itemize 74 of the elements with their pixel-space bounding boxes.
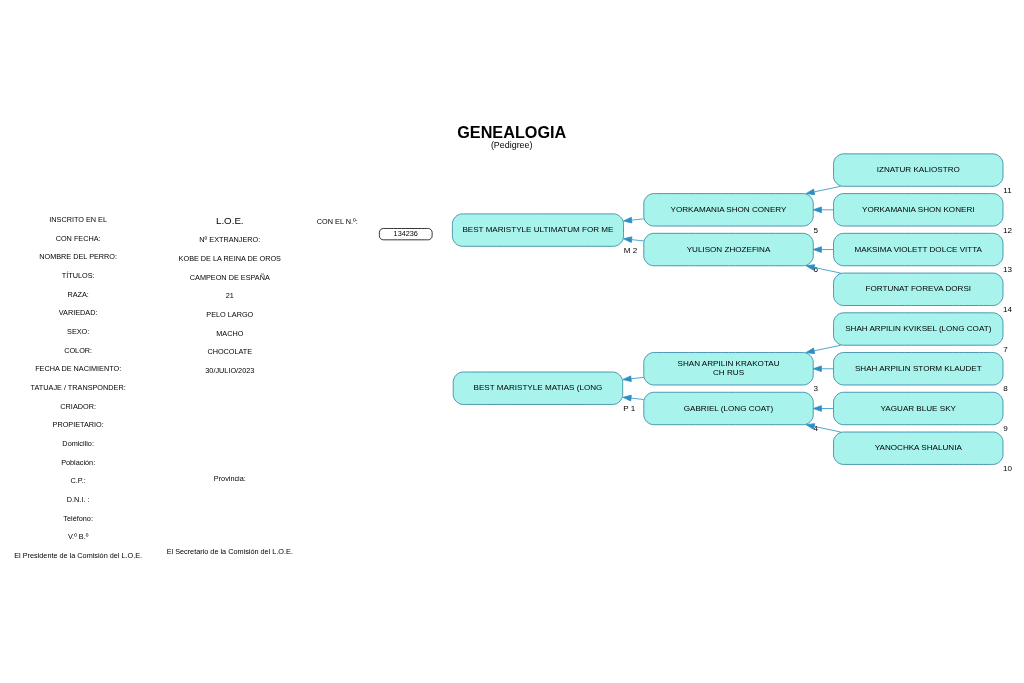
label: TATUAJE / TRANSPONDER: — [30, 382, 126, 392]
arrow — [622, 375, 645, 382]
label: C.P.: — [70, 475, 86, 485]
node-box: YORKAMANIA SHON KONERI — [833, 192, 1004, 226]
label: Provincia: — [213, 473, 246, 483]
node-label: M 2 — [623, 245, 638, 255]
label: Domicilio: — [62, 438, 94, 448]
label: KOBE DE LA REINA DE OROS — [178, 253, 281, 263]
node-label: P 1 — [623, 403, 636, 413]
label: 30/JULIO/2023 — [205, 365, 255, 375]
label: RAZA: — [67, 289, 89, 299]
node-label: 4 — [813, 423, 818, 433]
node-label: 13 — [1002, 264, 1012, 274]
node-label: 11 — [1003, 185, 1012, 195]
node-label: 12 — [1002, 225, 1012, 235]
node-box: SHAN ARPILIN KRAKOTAU CH RUS — [643, 351, 814, 385]
arrow — [623, 235, 645, 243]
label: El Secretario de la Comisión del L.O.E. — [166, 546, 293, 556]
node-label: 5 — [813, 225, 818, 235]
label: L.O.E. — [216, 214, 244, 226]
label: CRIADOR: — [60, 401, 96, 411]
label: VARIEDAD: — [58, 307, 98, 317]
node-box: SHAH ARPILIN KVIKSEL (LONG COAT) — [833, 311, 1004, 346]
label: 21 — [225, 290, 234, 300]
label: NOMBRE DEL PERRO: — [39, 251, 118, 261]
label: CON EL N.º: — [316, 216, 358, 226]
arrow — [805, 344, 842, 354]
node-box: FORTUNAT FOREVA DORSI — [833, 272, 1004, 306]
node-box: BEST MARISTYLE MATIAS (LONG — [452, 371, 624, 405]
label: TÍTULOS: — [61, 270, 95, 280]
node-label: 9 — [1003, 423, 1008, 433]
label: CAMPEON DE ESPAÑA — [189, 272, 270, 282]
node-box: YANOCHKA SHALUNIA — [833, 431, 1004, 465]
node-box: SHAH ARPILIN STORM KLAUDET — [833, 351, 1004, 385]
arrow — [805, 185, 842, 195]
arrow — [812, 365, 834, 372]
label: Teléfono: — [63, 513, 93, 523]
label: Nº EXTRANJERO: — [199, 234, 261, 244]
label: COLOR: — [64, 345, 93, 355]
label: D.N.I. : — [66, 494, 90, 504]
node-label: 3 — [813, 383, 818, 393]
label: CON FECHA: — [55, 233, 101, 243]
node-box: IZNATUR KALIOSTRO — [833, 152, 1004, 187]
node-box: MAKSIMA VIOLETT DOLCE VITTA — [833, 232, 1004, 266]
diagram-title: GENEALOGIA — [457, 122, 567, 141]
label: El Presidente de la Comisión del L.O.E. — [14, 550, 143, 560]
node-box: YORKAMANIA SHON CONERY — [643, 192, 814, 226]
label: PROPIETARIO: — [52, 419, 104, 429]
arrow — [812, 245, 834, 253]
node-box: BEST MARISTYLE ULTIMATUM FOR ME — [452, 212, 624, 247]
node-box: YAGUAR BLUE SKY — [833, 391, 1004, 425]
node-label: 6 — [813, 264, 818, 274]
label: SEXO: — [67, 326, 90, 336]
label: FECHA DE NACIMIENTO: — [35, 363, 122, 373]
node-label: 10 — [1002, 463, 1012, 473]
arrow — [805, 263, 842, 273]
label: INSCRITO EN EL — [49, 214, 108, 224]
node-label: 8 — [1003, 383, 1008, 393]
node-label: 14 — [1002, 304, 1012, 314]
node-box: GABRIEL (LONG COAT) — [643, 391, 814, 425]
caption: (Pedigree) — [490, 139, 533, 150]
arrow — [812, 206, 834, 213]
arrow — [812, 404, 834, 412]
arrow — [623, 216, 645, 223]
arrow — [622, 394, 645, 401]
label: PELO LARGO — [206, 309, 254, 319]
arrow — [805, 422, 842, 432]
node-box: YULISON ZHOZEFINA — [643, 232, 814, 266]
label: Población: — [61, 457, 96, 467]
label: CHOCOLATE — [207, 346, 253, 356]
label: V.º B.º — [67, 531, 89, 541]
node-label: 7 — [1003, 344, 1008, 354]
label: MACHO — [216, 328, 244, 338]
label: 134236 — [393, 228, 418, 238]
